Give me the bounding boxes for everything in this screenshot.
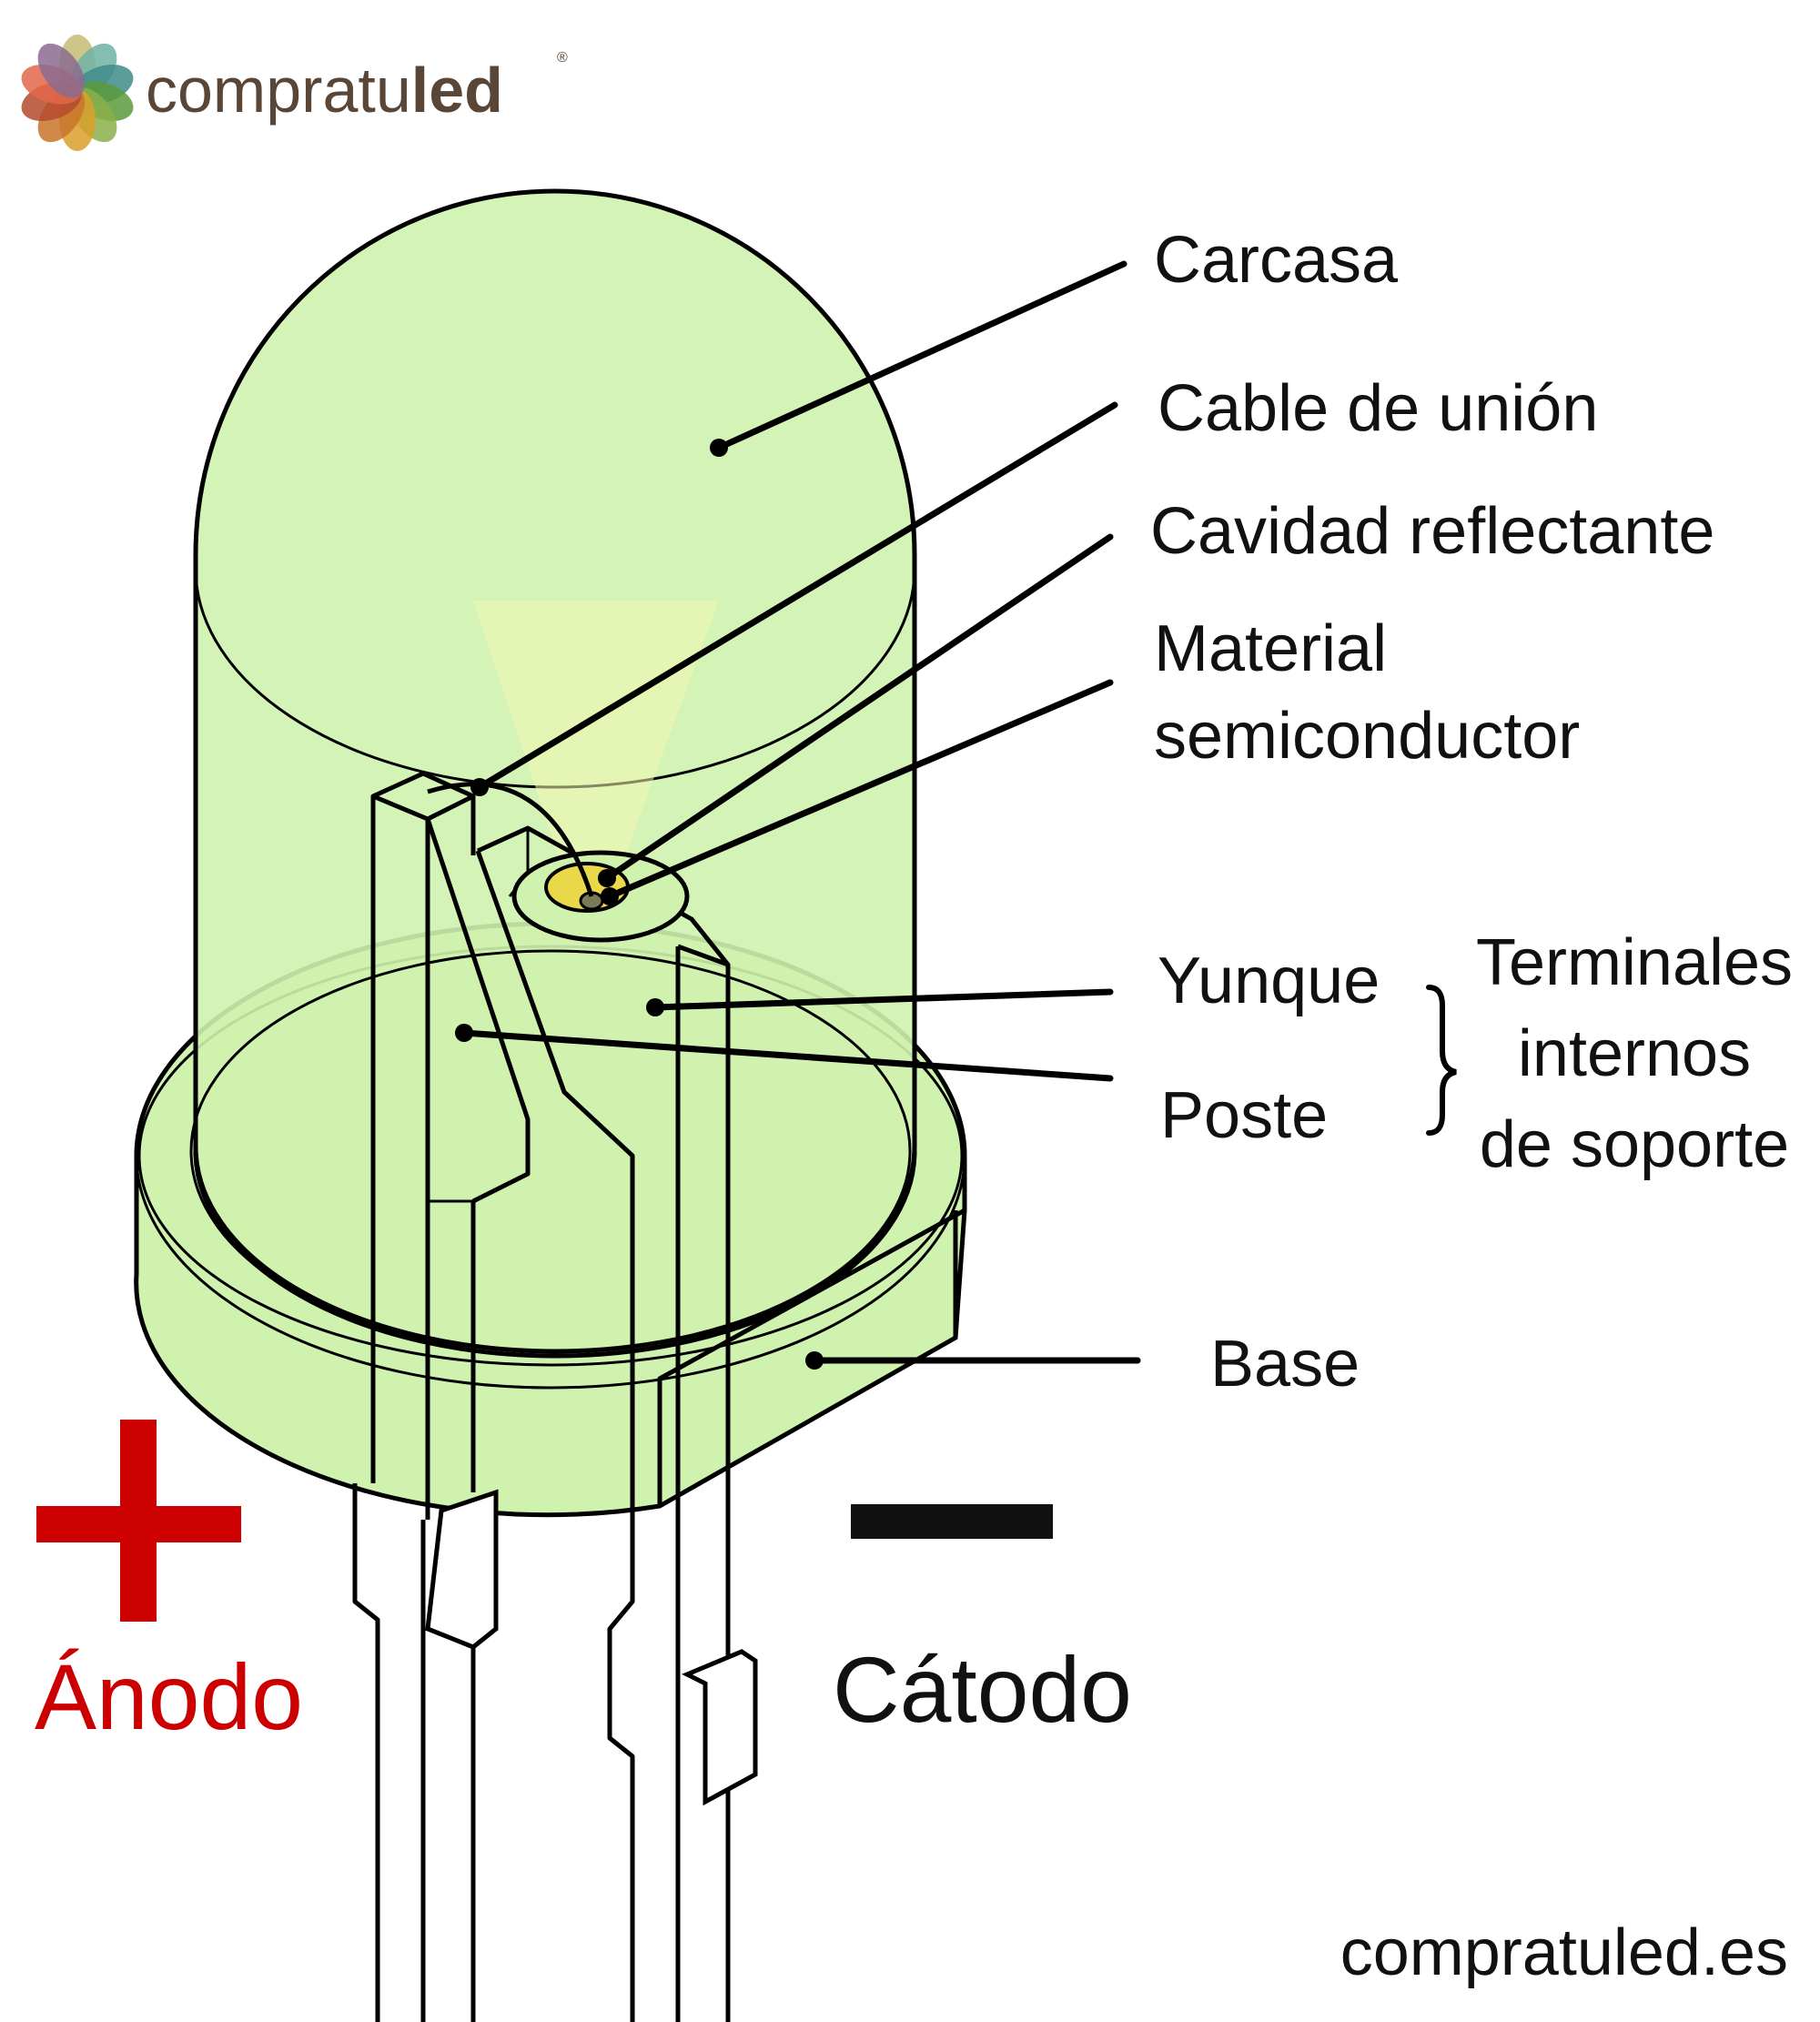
label-material-line2: semiconductor [1154, 700, 1580, 773]
website-url: compratuled.es [1340, 1916, 1788, 1989]
label-terminales-line2: internos [1518, 1017, 1751, 1090]
plus-icon [36, 1420, 241, 1622]
registered-mark: ® [557, 50, 568, 66]
poste-terminal [370, 771, 531, 1520]
label-terminales-line1: Terminales [1476, 926, 1793, 999]
label-cable-de-union: Cable de unión [1158, 372, 1598, 445]
brand-name-prefix: compratu [146, 55, 411, 126]
led-illustration [134, 188, 967, 2022]
label-base: Base [1210, 1328, 1360, 1400]
brand-logo-text: compratuled [146, 55, 503, 126]
lead-wires [352, 1483, 758, 2022]
callout-lines [455, 260, 1141, 1370]
label-carcasa: Carcasa [1154, 224, 1399, 297]
label-terminales-line3: de soporte [1480, 1108, 1789, 1181]
light-glow-shape [473, 601, 719, 874]
label-material-line1: Material [1154, 612, 1387, 685]
flower-logo-icon [21, 35, 134, 151]
label-yunque: Yunque [1158, 945, 1380, 1017]
label-cavidad-reflectante: Cavidad reflectante [1150, 495, 1714, 568]
cathode-label: Cátodo [833, 1638, 1132, 1742]
brand-name-suffix: led [411, 55, 503, 126]
brace-icon [1426, 985, 1457, 1136]
bond-wire [427, 782, 594, 897]
anode-label: Ánodo [35, 1645, 303, 1749]
label-poste: Poste [1160, 1079, 1328, 1152]
minus-icon [851, 1504, 1053, 1539]
